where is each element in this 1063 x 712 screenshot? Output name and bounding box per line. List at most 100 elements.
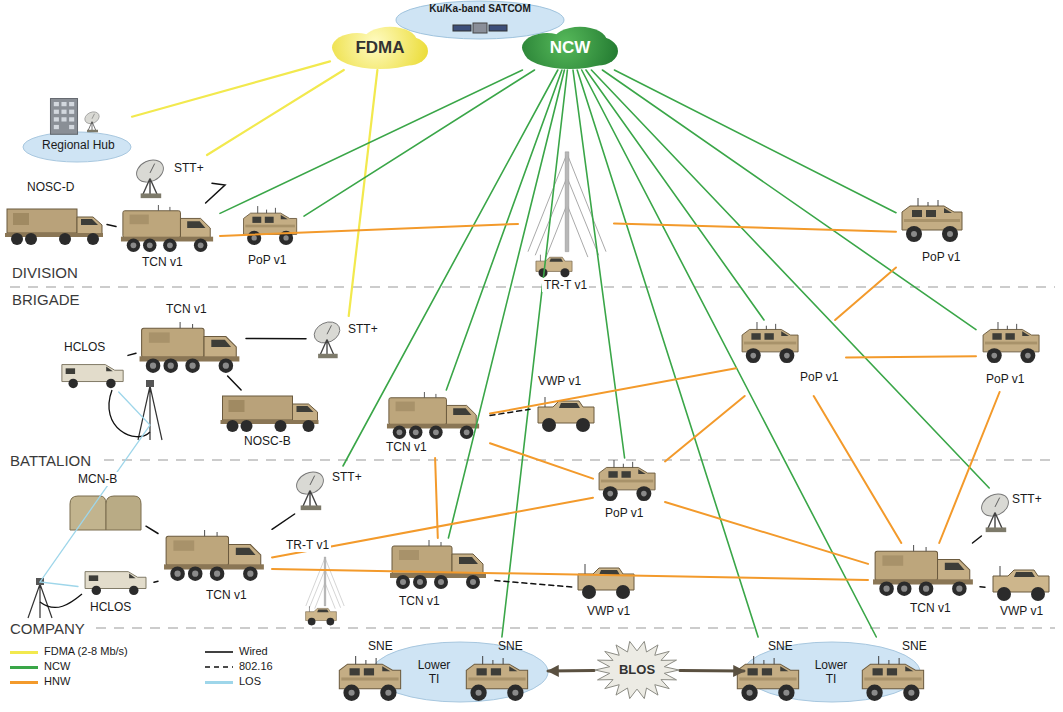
link-line [146, 526, 158, 533]
vehicle-icon [599, 460, 655, 501]
link-line [614, 223, 896, 231]
link-line [206, 183, 225, 203]
equipment-node: SNE [726, 637, 812, 705]
equipment-node: PoP v1 [593, 458, 665, 524]
equipment-label: STT+ [172, 161, 206, 175]
equipment-node: Regional Hub [22, 98, 132, 166]
shape-label: NCW [550, 38, 591, 58]
equipment-label: NOSC-D [25, 180, 76, 194]
equipment-node: SNE [850, 637, 938, 705]
dish-icon [133, 156, 167, 198]
link-line [586, 70, 764, 320]
equipment-label: Lower TI [412, 658, 456, 686]
shape-label: Ku/Ka-band SATCOM [429, 3, 530, 15]
link-line [220, 224, 518, 236]
link-line [490, 443, 593, 478]
legend-text: NCW [44, 660, 70, 673]
cable-wire [109, 390, 150, 437]
equipment-label: VWP v1 [585, 604, 632, 618]
van-icon [62, 365, 123, 389]
legend-entry: FDMA (2-8 Mb/s) [44, 645, 128, 658]
legend-swatch [10, 666, 38, 669]
equipment-node: PoP v1 [896, 196, 976, 270]
legend-entry: NCW [44, 660, 70, 673]
legend-text: FDMA (2-8 Mb/s) [44, 645, 128, 658]
link-line [680, 669, 744, 673]
equipment-node: TR-T v1 [518, 150, 614, 294]
link-line [272, 569, 868, 580]
legend-entry: Wired [239, 645, 268, 658]
link-line [591, 70, 989, 488]
equipment-node: STT+ [306, 316, 386, 362]
equipment-node: STT+ [972, 488, 1052, 536]
equipment-node: PoP v1 [238, 203, 304, 271]
vehicle-icon [306, 606, 337, 625]
tier-label-holder: COMPANY [8, 620, 87, 637]
equipment-label: TR-T v1 [284, 538, 331, 552]
building-icon [50, 99, 77, 135]
dish-icon [311, 318, 343, 358]
equipment-label: SNE [768, 639, 793, 653]
link-line [246, 338, 306, 340]
equipment-label: TCN v1 [397, 594, 442, 608]
link-line [665, 502, 868, 564]
shape-label: BLOS [619, 662, 655, 678]
link-line [665, 396, 745, 461]
legend-line-sample [205, 651, 233, 653]
link-line [446, 70, 562, 390]
legend-swatch [10, 681, 38, 684]
tier-label: COMPANY [8, 620, 87, 637]
equipment-node: HCLOS [78, 564, 154, 618]
link-line [495, 581, 573, 588]
truck-icon [390, 540, 486, 589]
equipment-label: Lower TI [809, 658, 853, 686]
tier-divider [104, 459, 1055, 460]
equipment-node: STT+ [288, 466, 372, 514]
equipment-node: MCN-B [66, 470, 146, 534]
legend-swatch [205, 681, 233, 684]
tier-label-holder: BRIGADE [10, 291, 82, 308]
vehicle-icon [993, 566, 1049, 601]
equipment-label: HCLOS [88, 600, 133, 614]
equipment-label: TR-T v1 [542, 278, 589, 292]
equipment-label: SNE [368, 639, 393, 653]
equipment-label: PoP v1 [920, 250, 962, 264]
tier-label-holder: BATTALION [8, 452, 93, 469]
equipment-node: VWP v1 [988, 560, 1054, 622]
legend-swatch [10, 651, 38, 654]
equipment-node: SNE [454, 637, 542, 705]
equipment-label: SNE [498, 639, 523, 653]
link-line [207, 70, 344, 155]
link-line [835, 268, 896, 321]
equipment-label: TCN v1 [908, 601, 953, 615]
link-line [548, 669, 594, 673]
vehicle-icon [578, 564, 634, 599]
equipment-label: NOSC-B [242, 434, 293, 448]
equipment-node: TCN v1 [116, 203, 220, 273]
equipment-node: STT+ [128, 155, 212, 201]
link-line [973, 536, 982, 543]
equipment-label: PoP v1 [246, 253, 288, 267]
cable-wire [40, 594, 82, 607]
equipment-label: HCLOS [62, 340, 107, 354]
link-line [980, 586, 988, 588]
vehicle-icon [983, 322, 1039, 363]
link-line [577, 70, 758, 637]
equipment-label: TCN v1 [384, 440, 429, 454]
equipment-label: STT+ [330, 470, 364, 484]
link-line [490, 409, 530, 415]
link-line [40, 392, 150, 587]
equipment-node: TCN v1 [868, 543, 980, 619]
shape-node: BLOS [594, 640, 680, 700]
tier-label-holder: DIVISION [10, 264, 80, 281]
legend-text: LOS [239, 675, 261, 688]
truck-icon [221, 396, 319, 432]
equipment-label: PoP v1 [984, 372, 1026, 386]
equipment-label: PoP v1 [798, 370, 840, 384]
equipment-node: NOSC-B [216, 390, 326, 452]
link-line [582, 70, 877, 637]
shape-node: NCW [520, 25, 620, 70]
equipment-node: TCN v1 [136, 300, 246, 376]
equipment-label: SNE [902, 639, 927, 653]
